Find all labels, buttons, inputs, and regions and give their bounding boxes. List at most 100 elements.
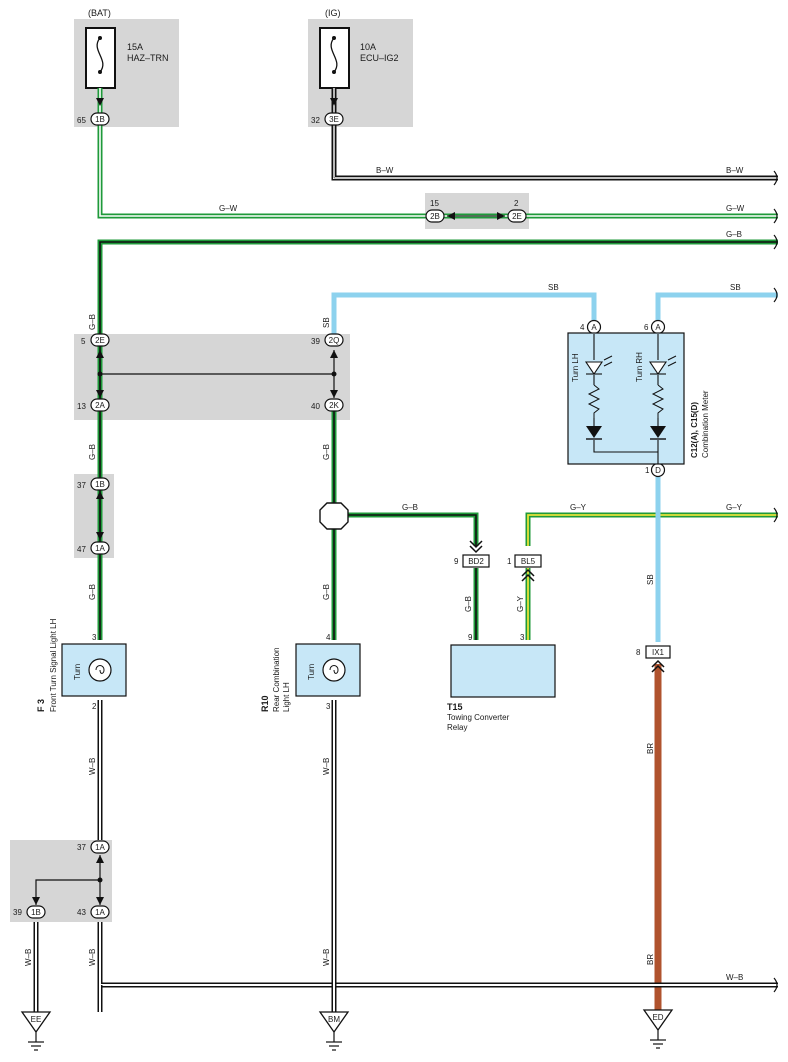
pin-9-bd2: 9	[454, 557, 459, 566]
pin-47: 47	[77, 545, 86, 554]
f3-name: Front Turn Signal Light LH	[49, 618, 58, 712]
lbl-wb-v3: W–B	[24, 949, 33, 966]
lbl-wb-h: W–B	[726, 973, 743, 982]
conn-2a: 2A	[95, 401, 105, 410]
t15-name-2: Relay	[447, 723, 467, 732]
lbl-gy-2: G–Y	[726, 503, 743, 512]
pin-t15-3: 3	[520, 633, 525, 642]
ground-ee: EE	[20, 1011, 52, 1051]
lbl-gb-v3: G–B	[322, 444, 331, 460]
lbl-gw-1: G–W	[219, 204, 238, 213]
lbl-gb-v2: G–B	[88, 444, 97, 460]
pin-f3-3: 3	[92, 633, 97, 642]
lbl-gb-v4: G–B	[88, 584, 97, 600]
ground-bm: BM	[318, 1011, 350, 1051]
ground-ed-label: ED	[652, 1013, 663, 1022]
pin-t15-9: 9	[468, 633, 473, 642]
pin-37: 37	[77, 481, 86, 490]
lbl-gb-v6: G–B	[464, 596, 473, 612]
wire-g-b-bd2	[334, 512, 479, 640]
conn-3e: 3E	[329, 115, 339, 124]
pin-37-low: 37	[77, 843, 86, 852]
lbl-sb-2: SB	[730, 283, 741, 292]
wire-g-y	[525, 512, 778, 640]
lbl-bw-2: B–W	[726, 166, 744, 175]
wire-g-w-bat	[97, 88, 778, 219]
supply-ig-label: (IG)	[325, 8, 341, 18]
fuse-ecu-ig2	[319, 27, 350, 89]
lbl-sb-v2: SB	[646, 574, 655, 585]
f3-code: F 3	[36, 699, 46, 712]
connector-bd2: BD2	[462, 540, 490, 568]
junction-internal-lines	[35, 215, 505, 905]
lbl-gy-v1: G–Y	[516, 595, 525, 612]
conn-1b-top: 1B	[95, 115, 105, 124]
lbl-wb-v2: W–B	[322, 758, 331, 775]
wire-break-marks	[773, 170, 778, 993]
component-f3: Turn	[61, 643, 127, 697]
conn-2q: 2Q	[329, 336, 340, 345]
ground-ee-label: EE	[31, 1015, 42, 1024]
t15-code: T15	[447, 702, 463, 712]
pin-8: 8	[636, 648, 641, 657]
lbl-br-v1: BR	[646, 743, 655, 754]
r10-code: R10	[260, 695, 270, 712]
lbl-gb-v1: G–B	[88, 314, 97, 330]
pin-13: 13	[77, 402, 86, 411]
component-t15	[450, 644, 556, 698]
splice-point	[319, 502, 349, 530]
lbl-wb-v1: W–B	[88, 758, 97, 775]
pin-2: 2	[514, 199, 519, 208]
conn-ix1-label: IX1	[652, 648, 665, 657]
conn-2k: 2K	[329, 401, 339, 410]
lbl-wb-v4: W–B	[88, 949, 97, 966]
f3-inner-label: Turn	[73, 664, 82, 680]
conn-a-lh: A	[591, 323, 597, 332]
conn-a-rh: A	[655, 323, 661, 332]
lbl-br-v2: BR	[646, 954, 655, 965]
ground-bm-label: BM	[328, 1015, 340, 1024]
conn-1a-low: 1A	[95, 843, 105, 852]
pin-1-meter: 1	[645, 466, 650, 475]
conn-2b: 2B	[430, 212, 440, 221]
pin-65: 65	[77, 116, 86, 125]
meter-rh-label: Turn RH	[635, 352, 644, 382]
lbl-gb-v5: G–B	[322, 584, 331, 600]
pin-39: 39	[311, 337, 320, 346]
connector-ix1: IX1	[645, 645, 671, 673]
component-r10: Turn	[295, 643, 361, 697]
pin-r10-4: 4	[326, 633, 331, 642]
pin-1-bl5: 1	[507, 557, 512, 566]
meter-lh-label: Turn LH	[571, 353, 580, 382]
conn-bd2-label: BD2	[468, 557, 484, 566]
lbl-gw-2: G–W	[726, 204, 745, 213]
meter-code: C12(A), C15(D)	[690, 402, 699, 458]
pin-4: 4	[580, 323, 585, 332]
wire-color-labels: B–W B–W G–W G–W G–B SB SB G–B G–Y G–Y W–…	[24, 166, 745, 982]
pin-43: 43	[77, 908, 86, 917]
pin-r10-3: 3	[326, 702, 331, 711]
lbl-gb-2: G–B	[402, 503, 418, 512]
fuse-haz-trn	[85, 27, 116, 89]
connector-bl5: BL5	[514, 554, 542, 582]
conn-2e-top: 2E	[512, 212, 522, 221]
pin-6: 6	[644, 323, 649, 332]
lbl-sb-1: SB	[548, 283, 559, 292]
junction-dots	[97, 371, 337, 883]
wire-w-b	[33, 700, 778, 1012]
lbl-gb-1: G–B	[726, 230, 742, 239]
ground-ed: ED	[642, 1009, 674, 1049]
lbl-bw-1: B–W	[376, 166, 394, 175]
r10-inner-label: Turn	[307, 664, 316, 680]
lbl-sb-v1: SB	[322, 317, 331, 328]
pin-f3-2: 2	[92, 702, 97, 711]
fuse-haz-rating: 15A	[127, 42, 143, 52]
conn-1a-mid: 1A	[95, 544, 105, 553]
junction-arrowheads	[32, 98, 505, 905]
conn-d: D	[655, 466, 661, 475]
t15-name-1: Towing Converter	[447, 713, 510, 722]
pin-numbers: 65 32 15 2 5 39 13 40 37 47 3 2 4 3 4 6 …	[13, 116, 650, 917]
connector-labels: 1B 3E 2B 2E 2E 2Q 2A 2K 1B 1A 1A 1A 1B A…	[31, 115, 661, 917]
